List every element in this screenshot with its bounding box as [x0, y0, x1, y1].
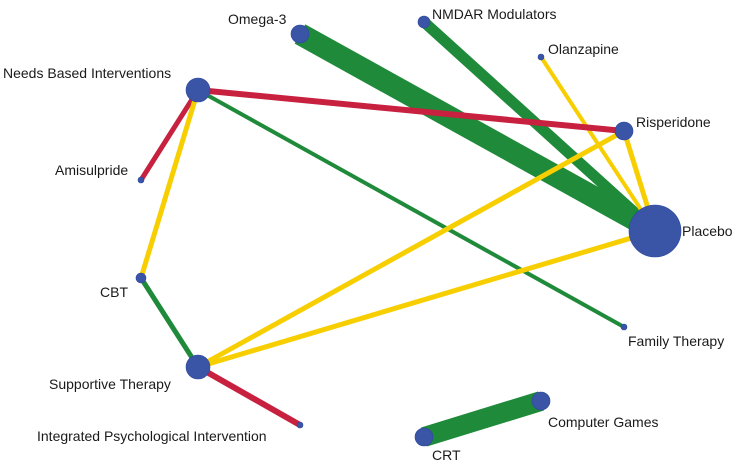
node-label-amisulpride: Amisulpride	[55, 162, 128, 178]
edge-needs-amisulpride	[138, 88, 201, 182]
node-label-cbt: CBT	[100, 284, 128, 300]
edge-needs-cbt	[138, 89, 201, 279]
edge-crt-computer	[421, 391, 544, 447]
node-label-supportive: Supportive Therapy	[49, 376, 171, 392]
node-label-computer: Computer Games	[548, 414, 658, 430]
node-computer	[531, 391, 551, 411]
edge-cbt-supportive	[138, 276, 201, 369]
node-label-nmdar: NMDAR Modulators	[432, 6, 556, 22]
node-family	[620, 323, 628, 331]
edge-omega3-placebo	[294, 24, 661, 241]
node-placebo	[628, 204, 682, 258]
edges-layer	[138, 17, 661, 447]
node-olanzapine	[537, 53, 545, 61]
edge-supportive-risperidone	[196, 128, 626, 370]
node-amisulpride	[137, 176, 145, 184]
node-label-olanzapine: Olanzapine	[548, 41, 619, 57]
edge-needs-risperidone	[197, 87, 625, 134]
edge-nmdar-placebo	[420, 17, 659, 236]
node-label-placebo: Placebo	[682, 223, 733, 239]
node-nmdar	[417, 15, 431, 29]
node-cbt	[135, 272, 147, 284]
node-label-needs: Needs Based Interventions	[3, 65, 171, 81]
edge-supportive-integrated	[196, 364, 302, 428]
node-label-omega3: Omega-3	[228, 11, 287, 27]
node-needs	[185, 77, 211, 103]
node-label-risperidone: Risperidone	[636, 114, 711, 130]
node-label-crt: CRT	[432, 447, 461, 463]
node-crt	[414, 427, 434, 447]
edge-needs-family	[197, 88, 625, 329]
node-supportive	[185, 354, 211, 380]
node-label-family: Family Therapy	[628, 333, 724, 349]
node-omega3	[290, 24, 310, 44]
node-label-integrated: Integrated Psychological Intervention	[37, 428, 267, 444]
node-risperidone	[614, 121, 634, 141]
edge-supportive-placebo	[197, 228, 656, 370]
nodes-layer	[135, 15, 682, 447]
node-integrated	[296, 421, 304, 429]
